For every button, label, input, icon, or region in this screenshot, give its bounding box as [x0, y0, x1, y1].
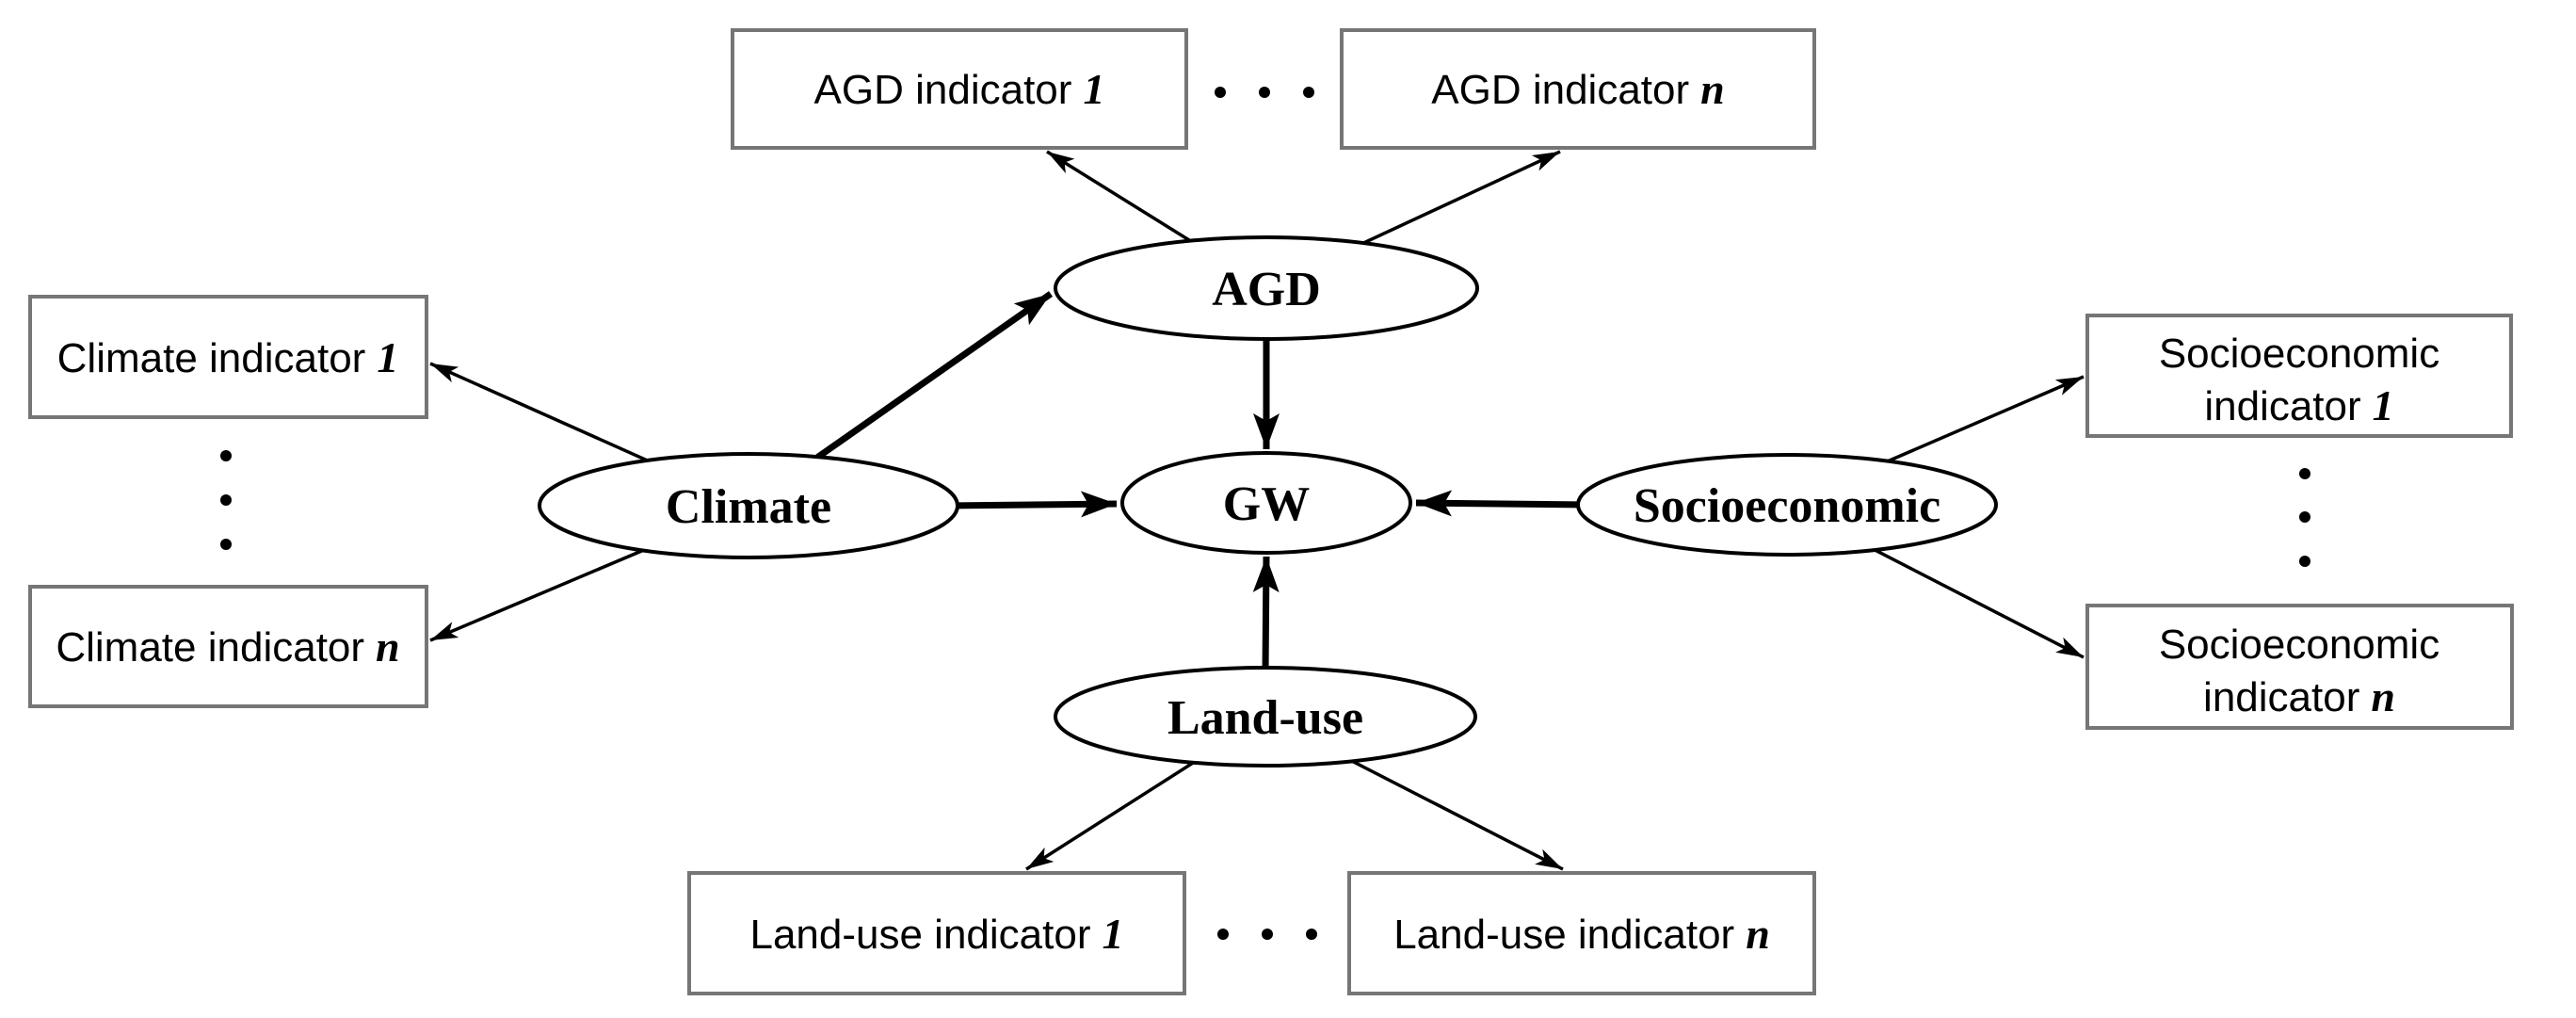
climate-indicator-n-box: [28, 585, 428, 708]
arrow-climate-to-gw: [941, 491, 1118, 518]
agd-indicator-1-box: [731, 28, 1188, 150]
dot: [2299, 468, 2310, 479]
ellipsis-dots-top: [1215, 87, 1314, 98]
dot: [1259, 87, 1270, 98]
socioeconomic-indicator-1-box: [2085, 314, 2513, 438]
node-agd: AGD: [1054, 235, 1479, 341]
climate-indicator-1-box: [28, 295, 428, 419]
dot: [1306, 929, 1317, 940]
arrow-socioeconomic-to-gw: [1415, 490, 1592, 517]
socioeconomic-indicator-n-label-line1: Socioeconomic: [2159, 622, 2439, 668]
dot: [1217, 929, 1229, 940]
gw-label: GW: [1223, 477, 1310, 531]
node-socioeconomic: Socioeconomic: [1576, 453, 1998, 557]
socioeconomic-indicator-n-box: [2085, 604, 2514, 730]
dot: [1303, 87, 1314, 98]
agd-ellipse: [1054, 235, 1479, 341]
node-gw: GW: [1120, 451, 1412, 555]
ellipsis-dots-right: [2299, 468, 2310, 567]
landuse-indicator-1-box: [687, 871, 1186, 995]
agd-label: AGD: [1212, 263, 1321, 316]
node-landuse: Land-use: [1054, 666, 1477, 768]
dot: [220, 450, 232, 461]
node-climate: Climate: [538, 452, 959, 559]
socioeconomic-label: Socioeconomic: [1634, 479, 1940, 533]
dot: [220, 494, 232, 506]
landuse-ellipse: [1054, 666, 1477, 768]
dot: [2299, 556, 2310, 567]
agd-indicator-n-box: [1340, 28, 1816, 150]
dot: [2299, 511, 2310, 523]
arrow-landuse-to-gw: [1252, 556, 1280, 674]
ellipsis-dots-left: [220, 450, 232, 550]
landuse-label: Land-use: [1167, 691, 1363, 745]
dot: [1215, 87, 1226, 98]
ellipsis-dots-bottom: [1217, 929, 1317, 940]
landuse-indicator-n-box: [1347, 871, 1816, 995]
climate-ellipse: [538, 452, 959, 559]
socioeconomic-ellipse: [1576, 453, 1998, 557]
dot: [1262, 929, 1273, 940]
gw-ellipse: [1120, 451, 1412, 555]
climate-label: Climate: [666, 480, 831, 534]
socioeconomic-indicator-1-label-line1: Socioeconomic: [2159, 331, 2439, 377]
dot: [220, 539, 232, 550]
